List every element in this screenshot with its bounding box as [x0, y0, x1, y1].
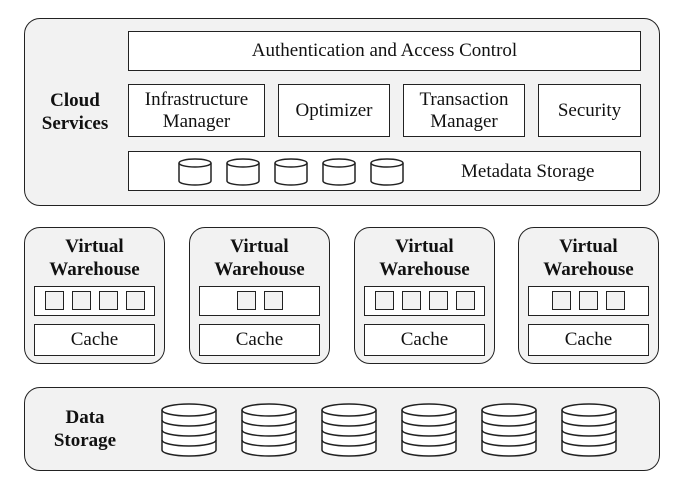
cache-label: Cache: [400, 329, 449, 350]
security-label: Security: [557, 99, 622, 121]
compute-node-square: [374, 291, 394, 310]
cloud-services-title-line1: Cloud: [50, 90, 100, 111]
cylinder-icon: [274, 158, 308, 186]
compute-node-square: [606, 291, 625, 310]
database-stack-icon: [161, 403, 217, 457]
transaction-manager-label-line2: Manager: [430, 110, 498, 132]
authentication-access-control-box: Authentication and Access Control: [128, 31, 641, 71]
cylinder-icon: [178, 158, 212, 186]
transaction-manager-box: Transaction Manager: [403, 84, 525, 137]
cache-box: Cache: [199, 324, 320, 356]
compute-node-square: [428, 291, 448, 310]
virtual-warehouse-title-line1: Virtual: [395, 236, 454, 257]
database-stack-icon: [481, 403, 537, 457]
virtual-warehouse-title-line2: Warehouse: [379, 259, 470, 280]
data-storage-title: Data Storage: [40, 406, 130, 452]
cache-label: Cache: [70, 329, 119, 350]
authentication-access-control-label: Authentication and Access Control: [251, 40, 518, 61]
compute-node-square: [44, 291, 64, 310]
infrastructure-manager-label-line1: Infrastructure: [144, 88, 249, 110]
data-storage-title-line2: Storage: [53, 430, 117, 451]
cloud-services-title: Cloud Services: [30, 89, 120, 135]
virtual-warehouse-title-line1: Virtual: [230, 236, 289, 257]
metadata-storage-label: Metadata Storage: [461, 161, 595, 182]
compute-node-square: [401, 291, 421, 310]
cylinder-icon: [322, 158, 356, 186]
database-stack-icon: [321, 403, 377, 457]
optimizer-box: Optimizer: [278, 84, 390, 137]
cache-box: Cache: [34, 324, 155, 356]
virtual-warehouse-title-line1: Virtual: [559, 236, 618, 257]
cache-box: Cache: [364, 324, 485, 356]
compute-node-square: [98, 291, 118, 310]
virtual-warehouse-title-line2: Warehouse: [49, 259, 140, 280]
cylinder-icon: [370, 158, 404, 186]
compute-nodes-box: [199, 286, 320, 316]
cache-label: Cache: [235, 329, 284, 350]
cache-label: Cache: [564, 329, 613, 350]
compute-node-square: [263, 291, 283, 310]
compute-node-square: [236, 291, 256, 310]
virtual-warehouse-title-line2: Warehouse: [543, 259, 634, 280]
security-box: Security: [538, 84, 641, 137]
compute-node-square: [552, 291, 571, 310]
virtual-warehouse-title-line1: Virtual: [65, 236, 124, 257]
optimizer-label: Optimizer: [295, 99, 373, 121]
database-stack-icon: [561, 403, 617, 457]
compute-node-square: [71, 291, 91, 310]
database-stack-icon: [401, 403, 457, 457]
database-stack-icon: [241, 403, 297, 457]
data-storage-title-line1: Data: [65, 407, 105, 428]
cache-box: Cache: [528, 324, 649, 356]
cloud-services-title-line2: Services: [41, 113, 109, 134]
cylinder-icon: [226, 158, 260, 186]
compute-node-square: [125, 291, 145, 310]
transaction-manager-label-line1: Transaction: [419, 88, 509, 110]
infrastructure-manager-label-line2: Manager: [162, 110, 231, 132]
virtual-warehouse-title-line2: Warehouse: [214, 259, 305, 280]
compute-node-square: [455, 291, 475, 310]
infrastructure-manager-box: Infrastructure Manager: [128, 84, 265, 137]
compute-node-square: [579, 291, 598, 310]
